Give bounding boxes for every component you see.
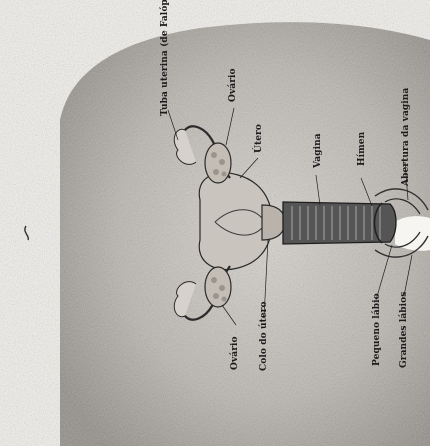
label-pequeno-labio: Pequeno lábio bbox=[372, 293, 382, 366]
label-ovario-bottom: Ovário bbox=[230, 336, 240, 370]
label-utero: Útero bbox=[254, 124, 264, 153]
ovary-upper bbox=[205, 143, 231, 183]
label-vagina: Vagina bbox=[313, 133, 323, 168]
label-abertura-vagina: Abertura da vagina bbox=[401, 88, 411, 186]
label-tuba-uterina: Tuba uterina (de Falópio) bbox=[160, 0, 170, 116]
label-grandes-labios: Grandes lábios bbox=[399, 292, 409, 368]
label-ovario-top: Ovário bbox=[228, 68, 238, 102]
vaginal-opening bbox=[395, 216, 430, 251]
label-colo-do-utero: Colo do útero bbox=[259, 301, 269, 371]
label-himen: Hímen bbox=[357, 132, 367, 166]
ovary-lower bbox=[205, 267, 231, 307]
